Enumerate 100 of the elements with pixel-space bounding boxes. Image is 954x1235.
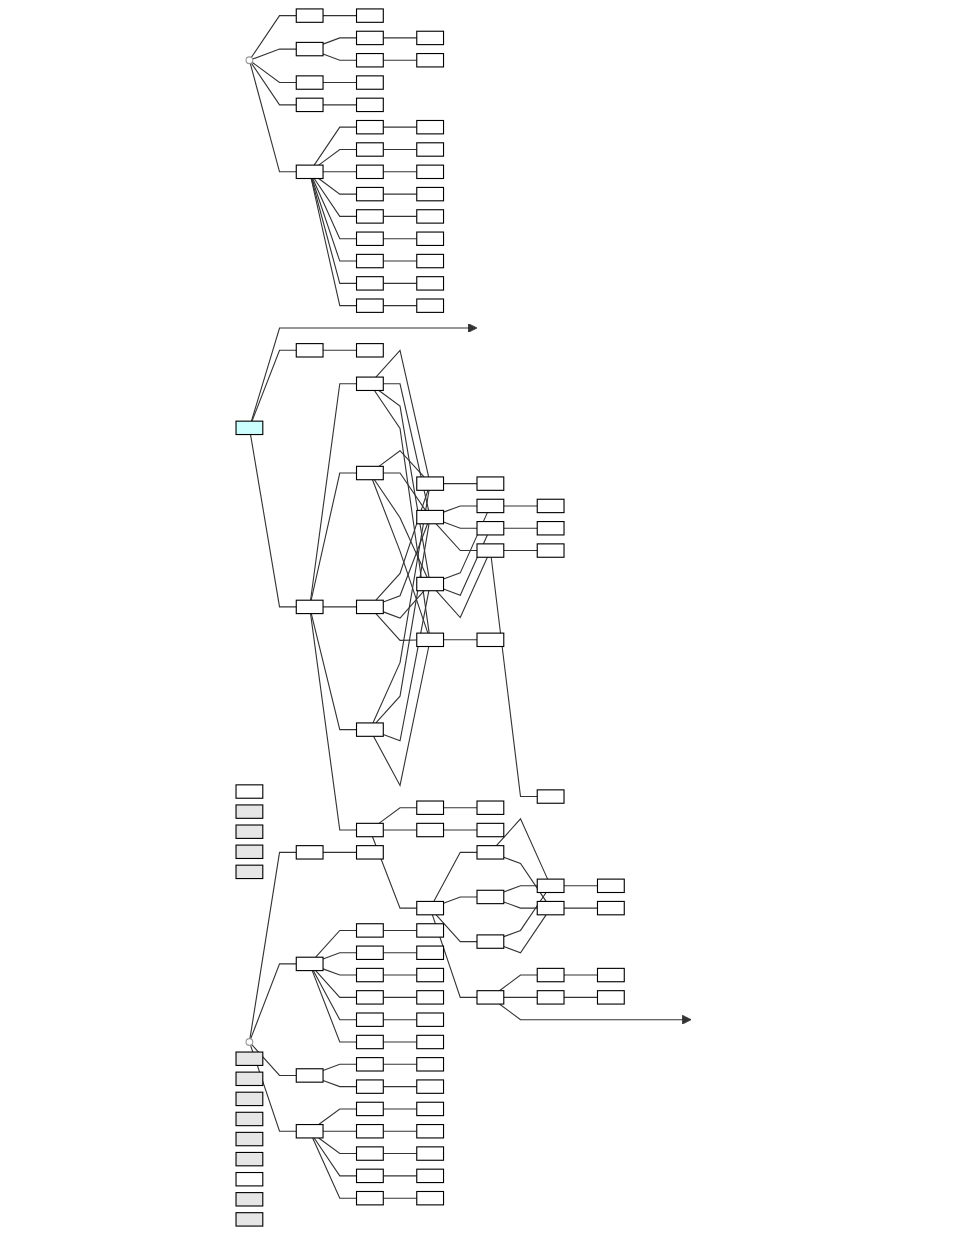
connector-line — [322, 349, 358, 351]
empty-box — [295, 75, 324, 90]
empty-box — [295, 164, 324, 180]
empty-box — [235, 1111, 264, 1127]
connector-line — [373, 389, 430, 634]
connector-line — [251, 61, 297, 84]
empty-box — [355, 967, 384, 983]
empty-box — [416, 253, 445, 269]
empty-box — [536, 900, 565, 916]
empty-box — [355, 1079, 384, 1094]
empty-box — [355, 343, 384, 358]
connector-line — [378, 807, 418, 824]
connector-line — [503, 901, 538, 909]
connector-line — [382, 523, 429, 603]
empty-box — [416, 30, 445, 46]
empty-box — [416, 822, 445, 838]
empty-box — [235, 844, 264, 860]
connector-line — [322, 1063, 358, 1072]
empty-box — [355, 30, 384, 46]
empty-box — [295, 1124, 324, 1139]
connector-line — [310, 472, 358, 601]
connector-line — [382, 952, 418, 954]
connector-line — [442, 896, 478, 904]
empty-box — [235, 824, 264, 839]
empty-box — [416, 186, 445, 202]
empty-box — [476, 889, 505, 905]
empty-box — [416, 1057, 445, 1072]
empty-box — [355, 276, 384, 291]
empty-box — [235, 1151, 264, 1167]
connector-line — [503, 856, 547, 902]
connector-line — [251, 1043, 297, 1077]
connector-line — [382, 1041, 418, 1043]
empty-box — [476, 632, 505, 648]
empty-box — [295, 956, 324, 972]
connector-line — [313, 126, 358, 166]
empty-box — [536, 543, 565, 558]
empty-box — [235, 420, 264, 436]
empty-box — [355, 186, 384, 202]
empty-box — [536, 521, 565, 536]
empty-box — [235, 1131, 264, 1147]
empty-box — [295, 8, 324, 23]
empty-box — [476, 934, 505, 949]
connector-line — [249, 62, 297, 173]
empty-box — [355, 231, 384, 246]
connector-line — [373, 479, 428, 578]
connector-line — [563, 996, 599, 998]
empty-box — [596, 900, 625, 916]
connector-line — [442, 829, 478, 831]
connector-line — [322, 104, 358, 106]
connector-line — [382, 590, 425, 619]
connector-line — [503, 505, 538, 507]
connector-line — [495, 817, 549, 880]
connector-line — [382, 260, 418, 262]
empty-box — [355, 1057, 384, 1072]
empty-box — [235, 784, 264, 799]
connector-line — [252, 48, 297, 60]
connector-line — [382, 215, 418, 217]
empty-box — [476, 990, 505, 1005]
empty-box — [536, 498, 565, 514]
connector-line — [382, 829, 418, 831]
connector-line — [312, 970, 358, 1021]
connector-line — [322, 171, 358, 173]
empty-box — [295, 41, 324, 57]
empty-box — [476, 476, 505, 491]
connector-line — [490, 556, 538, 798]
empty-box — [416, 476, 445, 491]
connector-line — [563, 885, 599, 887]
empty-box — [416, 900, 445, 916]
empty-box — [355, 8, 384, 23]
empty-box — [355, 253, 384, 269]
empty-box — [416, 209, 445, 224]
connector-line — [382, 1153, 418, 1155]
connector-line — [310, 177, 358, 284]
empty-box — [355, 1190, 384, 1206]
connector-line — [375, 349, 430, 478]
connector-line — [435, 556, 488, 619]
connector-line — [322, 1130, 358, 1132]
connector-line — [310, 383, 358, 601]
connector-line — [311, 970, 358, 1043]
empty-box — [355, 298, 384, 313]
empty-box — [476, 543, 505, 558]
empty-box — [355, 923, 384, 938]
empty-circle — [245, 1038, 254, 1046]
connector-line — [322, 82, 358, 84]
connector-line — [322, 37, 358, 45]
empty-box — [355, 53, 384, 68]
empty-box — [235, 1171, 264, 1187]
empty-box — [416, 142, 445, 157]
connector-line — [315, 929, 358, 958]
empty-box — [295, 97, 324, 113]
connector-line — [313, 177, 358, 217]
connector-line — [250, 62, 297, 106]
connector-line — [503, 885, 538, 893]
connector-line — [382, 996, 418, 998]
empty-box — [596, 878, 625, 894]
empty-box — [416, 800, 445, 815]
empty-box — [416, 945, 445, 960]
empty-box — [355, 722, 384, 737]
connector-line — [503, 527, 538, 529]
empty-box — [596, 990, 625, 1005]
